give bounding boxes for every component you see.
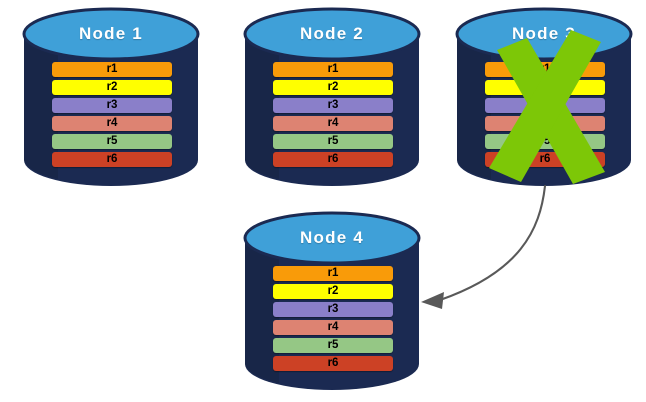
node-4-cylinder[interactable]: Node 4 r1 r2 r3 r4 r5 r6 — [243, 211, 421, 390]
node-4-row-r3[interactable]: r3 — [273, 302, 393, 317]
node-2-row-r4[interactable]: r4 — [273, 116, 393, 131]
failover-arrowhead-icon — [421, 292, 444, 309]
node-2-cylinder[interactable]: Node 2 r1 r2 r3 r4 r5 r6 — [243, 7, 421, 186]
node-1-row-r4[interactable]: r4 — [52, 116, 172, 131]
node-2-row-r6[interactable]: r6 — [273, 152, 393, 167]
node-3-row-r3[interactable]: r3 — [485, 98, 605, 113]
node-1-cylinder[interactable]: Node 1 r1 r2 r3 r4 r5 r6 — [22, 7, 200, 186]
node-1-row-r1[interactable]: r1 — [52, 62, 172, 77]
node-3-row-r2[interactable]: r2 — [485, 80, 605, 95]
node-1-row-r6[interactable]: r6 — [52, 152, 172, 167]
node-3-row-r4[interactable]: r4 — [485, 116, 605, 131]
node-4-row-r4[interactable]: r4 — [273, 320, 393, 335]
node-4-row-r1[interactable]: r1 — [273, 266, 393, 281]
node-2-row-r2[interactable]: r2 — [273, 80, 393, 95]
node-3-row-r6[interactable]: r6 — [485, 152, 605, 167]
node-1-row-r3[interactable]: r3 — [52, 98, 172, 113]
node-2-row-r1[interactable]: r1 — [273, 62, 393, 77]
node-3-row-r5[interactable]: r5 — [485, 134, 605, 149]
node-4-row-r5[interactable]: r5 — [273, 338, 393, 353]
node-1-row-r5[interactable]: r5 — [52, 134, 172, 149]
node-2-row-r5[interactable]: r5 — [273, 134, 393, 149]
node-3-cylinder[interactable]: Node 3 r1 r2 r3 r4 r5 r6 — [455, 7, 633, 186]
node-1-row-r2[interactable]: r2 — [52, 80, 172, 95]
node-4-row-r2[interactable]: r2 — [273, 284, 393, 299]
node-4-row-r6[interactable]: r6 — [273, 356, 393, 371]
node-3-row-r1[interactable]: r1 — [485, 62, 605, 77]
node-2-row-r3[interactable]: r3 — [273, 98, 393, 113]
